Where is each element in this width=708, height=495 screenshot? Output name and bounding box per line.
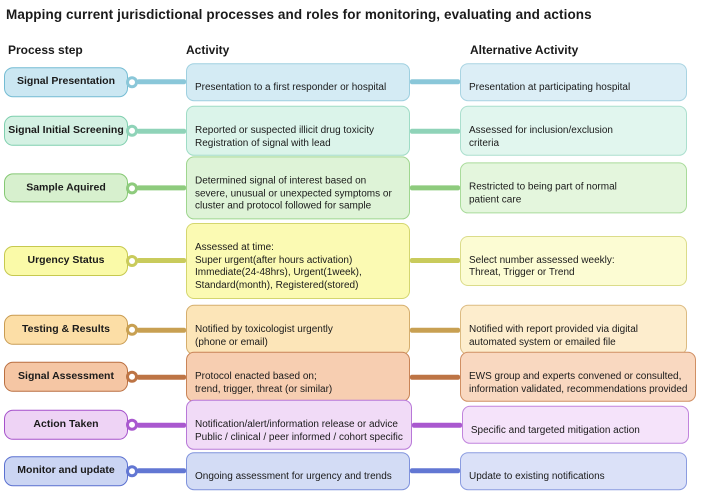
activity-alternative-connector [411,422,462,428]
process-step-box: Signal Initial Screening [4,116,128,146]
process-row: Action Taken Notification/alert/informat… [4,399,706,451]
connector-line [137,468,186,474]
alternative-activity-text: Presentation at participating hospital [469,82,631,93]
process-step-label: Testing & Results [22,323,110,336]
connector-line [137,258,186,264]
connector-ring-icon [126,370,138,383]
column-header-process-step: Process step [8,43,83,57]
process-step-box: Sample Aquired [4,173,128,203]
connector-ring-icon [126,323,138,336]
connector-line [137,79,186,85]
connector-ring-icon [126,124,138,137]
activity-box: Notification/alert/information release o… [186,399,412,451]
activity-text: Determined signal of interest based on s… [195,175,392,212]
step-activity-connector [126,76,186,88]
step-activity-connector [126,254,186,267]
alternative-activity-box: Specific and targeted mitigation action [461,406,689,444]
alternative-activity-text: Specific and targeted mitigation action [470,424,640,436]
column-header-activity: Activity [186,43,230,57]
alternative-activity-box: Notified with report provided via digita… [460,304,687,356]
process-row: Monitor and update Ongoing assessment fo… [4,452,706,490]
activity-alternative-connector [410,79,460,85]
alternative-activity-text: Update to existing notifications [469,471,605,482]
process-step-label: Monitor and update [17,464,115,477]
connector-ring-icon [126,182,138,194]
connector-line [137,422,186,428]
connector-line [137,128,186,134]
activity-alternative-connector [410,258,460,264]
step-activity-connector [126,418,186,431]
process-row: Signal Initial Screening Reported or sus… [4,105,706,157]
connector-line [137,327,186,333]
process-step-label: Urgency Status [27,254,105,267]
activity-text: Assessed at time: Super urgent(after hou… [195,241,362,292]
step-activity-connector [126,124,186,137]
diagram-title: Mapping current jurisdictional processes… [6,7,592,22]
activity-alternative-connector [410,185,460,191]
connector-ring-icon [126,465,138,477]
process-row: Urgency Status Assessed at time: Super u… [4,223,706,299]
alternative-activity-box: Restricted to being part of normal patie… [460,162,687,214]
step-activity-connector [126,323,186,336]
activity-text: Notification/alert/information release o… [195,418,403,443]
process-step-label: Signal Initial Screening [8,124,124,137]
activity-text: Presentation to a first responder or hos… [195,82,387,93]
activity-text: Notified by toxicologist urgently (phone… [195,323,333,348]
activity-box: Protocol enacted based on; trend, trigge… [186,351,410,403]
activity-box: Notified by toxicologist urgently (phone… [186,304,410,356]
activity-box: Determined signal of interest based on s… [186,156,410,220]
activity-alternative-connector [410,128,460,134]
process-step-box: Urgency Status [4,246,128,276]
activity-text: Reported or suspected illicit drug toxic… [195,124,374,149]
alternative-activity-text: Restricted to being part of normal patie… [469,181,617,206]
process-step-box: Testing & Results [4,315,128,345]
process-step-label: Sample Aquired [26,181,106,194]
alternative-activity-box: Update to existing notifications [460,452,687,490]
alternative-activity-text: Assessed for inclusion/exclusion criteri… [469,124,613,149]
activity-text: Ongoing assessment for urgency and trend… [195,471,392,482]
activity-box: Presentation to a first responder or hos… [186,63,410,101]
activity-alternative-connector [410,468,460,474]
column-header-alternative-activity: Alternative Activity [470,43,579,57]
step-activity-connector [126,370,186,383]
step-activity-connector [126,465,186,477]
connector-line [137,374,186,380]
activity-box: Assessed at time: Super urgent(after hou… [186,223,410,299]
process-step-box: Monitor and update [4,456,128,486]
process-row: Sample Aquired Determined signal of inte… [4,156,706,220]
alternative-activity-box: EWS group and experts convened or consul… [460,351,697,403]
process-step-label: Signal Assessment [18,370,114,383]
process-step-box: Action Taken [4,410,128,440]
connector-ring-icon [126,254,138,267]
process-row: Signal Assessment Protocol enacted based… [4,351,706,403]
alternative-activity-box: Select number assessed weekly: Threat, T… [460,235,687,287]
activity-alternative-connector [410,374,460,380]
process-step-label: Signal Presentation [16,75,116,88]
process-step-label: Action Taken [33,418,99,431]
process-step-box: Signal Presentation [4,67,128,97]
alternative-activity-box: Presentation at participating hospital [460,63,687,101]
step-activity-connector [126,182,186,194]
alternative-activity-text: Select number assessed weekly: Threat, T… [469,254,615,279]
connector-ring-icon [126,76,138,88]
activity-text: Protocol enacted based on; trend, trigge… [195,370,333,395]
process-row: Signal Presentation Presentation to a fi… [4,63,706,101]
activity-alternative-connector [410,327,460,333]
connector-line [137,185,186,191]
connector-ring-icon [126,418,138,431]
alternative-activity-text: Notified with report provided via digita… [469,323,638,348]
activity-box: Reported or suspected illicit drug toxic… [186,105,410,157]
process-row: Testing & Results Notified by toxicologi… [4,304,706,356]
process-step-box: Signal Assessment [4,362,128,392]
alternative-activity-text: EWS group and experts convened or consul… [469,370,688,395]
activity-box: Ongoing assessment for urgency and trend… [186,452,410,490]
alternative-activity-box: Assessed for inclusion/exclusion criteri… [460,105,687,157]
